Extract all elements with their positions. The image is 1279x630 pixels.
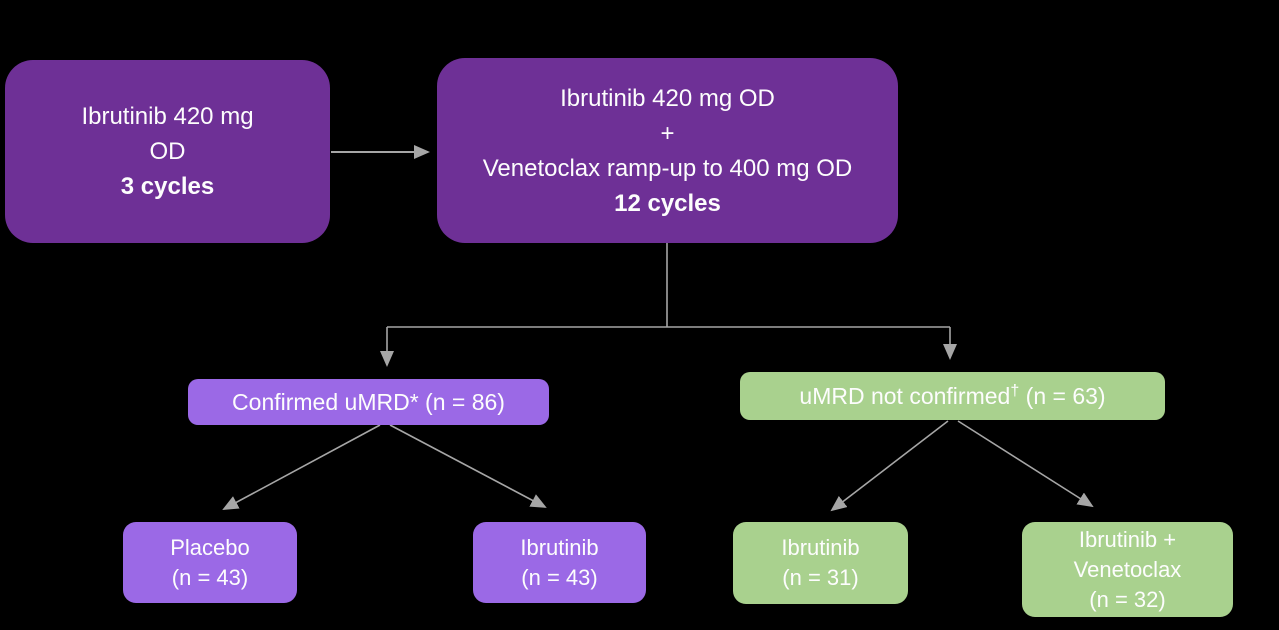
node-line: Venetoclax ramp-up to 400 mg OD [482,154,853,182]
node-line: Ibrutinib [781,535,860,560]
arrow-to-placebo [222,424,381,510]
node-umrd-not-confirmed: uMRD not confirmed† (n = 63) [740,372,1165,420]
arrow-to-ibrutinib-31 [830,420,949,512]
node-line: + [660,119,675,147]
node-line: (n = 31) [782,565,859,590]
node-induction-ibrutinib: Ibrutinib 420 mg OD 3 cycles [5,60,330,243]
node-line-cycles: 12 cycles [614,189,721,217]
node-label: Confirmed uMRD* (n = 86) [232,389,505,415]
node-label-text: uMRD not confirmed [799,383,1011,409]
node-line-cycles: 3 cycles [120,173,215,200]
node-line: Ibrutinib 420 mg OD [560,84,775,112]
node-line: (n = 32) [1089,586,1166,612]
node-label: uMRD not confirmed† (n = 63) [799,382,1105,410]
node-umrd-confirmed: Confirmed uMRD* (n = 86) [188,379,549,425]
node-ibrutinib-venetoclax: Ibrutinib + Venetoclax (n = 32) [1022,522,1233,617]
node-line: Ibrutinib 420 mg [81,103,254,130]
node-line: (n = 43) [171,564,249,590]
node-label-count: (n = 63) [1019,383,1106,409]
node-line: Ibrutinib [520,534,599,560]
node-line: Venetoclax [1073,556,1182,582]
node-combination-ibrutinib-venetoclax: Ibrutinib 420 mg OD + Venetoclax ramp-up… [437,58,898,243]
dagger-footnote-mark: † [1010,381,1020,400]
node-line: OD [149,138,186,165]
node-ibrutinib-43: Ibrutinib (n = 43) [473,522,646,603]
arrow-to-ibrutinib-43 [389,424,547,508]
arrow-to-ibrutinib-venetoclax [957,420,1094,508]
node-line: (n = 43) [521,564,598,590]
node-line: Ibrutinib + [1078,526,1177,552]
node-placebo: Placebo (n = 43) [123,522,297,603]
node-ibrutinib-31: Ibrutinib (n = 31) [733,522,908,604]
node-line: Placebo [170,534,250,560]
